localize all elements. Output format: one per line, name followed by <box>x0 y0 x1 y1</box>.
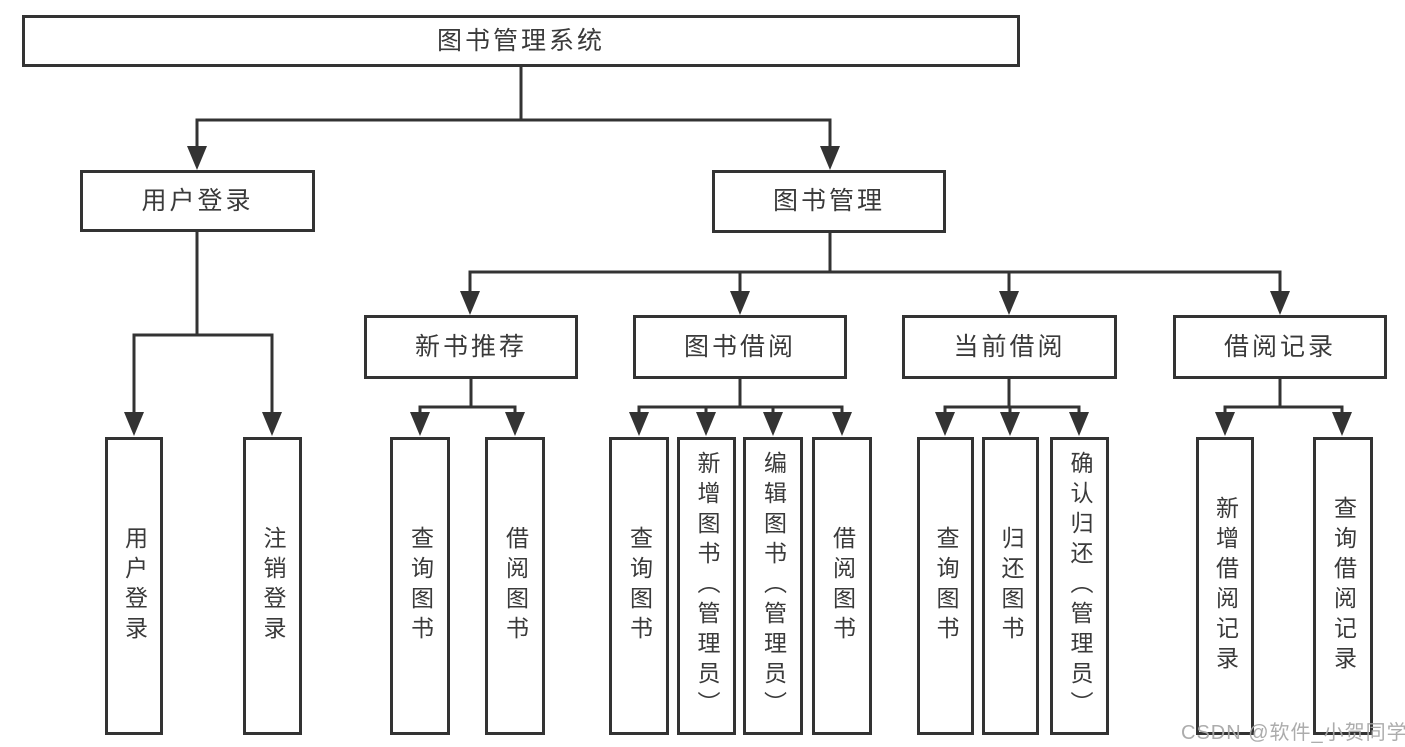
node-label: 图书管理系统 <box>436 26 605 55</box>
node-borrowing-records: 借阅记录 <box>1173 315 1387 379</box>
connector-login-to-leaves <box>132 230 274 416</box>
arrow-icon <box>410 412 430 436</box>
leaf-borrow-books-recommend: 借阅图书 <box>485 437 545 735</box>
node-label: 查询图书 <box>626 526 653 646</box>
leaf-add-books-admin: 新增图书（管理员） <box>677 437 736 735</box>
node-book-management: 图书管理 <box>712 170 946 233</box>
leaf-borrow-books-borrowing: 借阅图书 <box>812 437 872 735</box>
connector-borrow-to-leaves <box>637 377 844 416</box>
leaf-query-books-current: 查询图书 <box>917 437 974 735</box>
arrow-icon <box>187 146 207 170</box>
node-label: 归还图书 <box>998 526 1024 646</box>
arrow-icon <box>124 412 144 436</box>
leaf-return-books: 归还图书 <box>982 437 1039 735</box>
connector-root-to-level2 <box>195 65 832 150</box>
leaf-query-borrow-record: 查询借阅记录 <box>1313 437 1373 735</box>
node-label: 用户登录 <box>141 186 254 215</box>
connector-current-to-leaves <box>943 377 1081 416</box>
leaf-confirm-return-admin: 确认归还（管理员） <box>1050 437 1109 735</box>
arrow-icon <box>999 291 1019 315</box>
arrow-icon <box>820 146 840 170</box>
node-label: 查询借阅记录 <box>1330 496 1357 676</box>
arrow-icon <box>460 291 480 315</box>
arrow-icon <box>1000 412 1020 436</box>
arrow-icon <box>1215 412 1235 436</box>
node-user-login: 用户登录 <box>80 170 315 232</box>
arrow-icon <box>1332 412 1352 436</box>
node-label: 注销登录 <box>260 526 286 646</box>
arrow-icon <box>629 412 649 436</box>
arrow-icon <box>1069 412 1089 436</box>
arrow-icon <box>505 412 525 436</box>
arrow-icon <box>1270 291 1290 315</box>
arrow-icon <box>832 412 852 436</box>
node-label: 查询图书 <box>933 526 959 646</box>
node-label: 图书借阅 <box>683 332 796 361</box>
connector-rec-to-leaves <box>418 377 517 416</box>
node-library-system: 图书管理系统 <box>22 15 1020 67</box>
arrow-icon <box>935 412 955 436</box>
csdn-watermark: CSDN @软件_小贺同学 <box>1181 722 1405 744</box>
leaf-query-books-borrowing: 查询图书 <box>609 437 669 735</box>
node-label: 确认归还（管理员） <box>1067 451 1093 721</box>
node-label: 借阅图书 <box>829 526 856 646</box>
node-label: 新书推荐 <box>414 332 527 361</box>
node-label: 编辑图书（管理员） <box>760 451 787 721</box>
connector-records-to-leaves <box>1223 377 1344 416</box>
node-label: 用户登录 <box>121 526 148 646</box>
node-label: 借阅图书 <box>502 526 529 646</box>
leaf-query-books-recommend: 查询图书 <box>390 437 450 735</box>
arrow-icon <box>262 412 282 436</box>
node-label: 查询图书 <box>407 526 434 646</box>
node-label: 当前借阅 <box>953 332 1066 361</box>
node-label: 借阅记录 <box>1223 332 1336 361</box>
leaf-edit-books-admin: 编辑图书（管理员） <box>743 437 803 735</box>
node-current-borrowing: 当前借阅 <box>902 315 1117 379</box>
node-label: 新增借阅记录 <box>1212 496 1239 676</box>
arrow-icon <box>730 291 750 315</box>
node-new-book-recommendation: 新书推荐 <box>364 315 578 379</box>
connector-mgmt-to-level3 <box>468 231 1282 295</box>
leaf-logout: 注销登录 <box>243 437 302 735</box>
leaf-user-login: 用户登录 <box>105 437 163 735</box>
leaf-add-borrow-record: 新增借阅记录 <box>1196 437 1254 735</box>
node-label: 图书管理 <box>772 187 885 215</box>
node-label: 新增图书（管理员） <box>694 451 720 721</box>
node-book-borrowing: 图书借阅 <box>633 315 847 379</box>
arrow-icon <box>763 412 783 436</box>
arrow-icon <box>696 412 716 436</box>
